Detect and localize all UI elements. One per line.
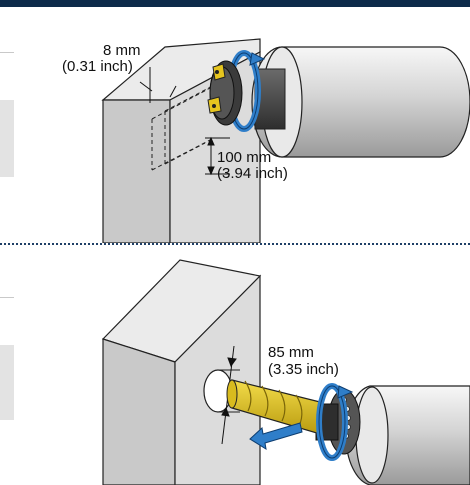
milling-illustration xyxy=(101,38,470,243)
header-bar xyxy=(0,0,470,7)
diameter-metric-label: 85 mm xyxy=(268,344,314,361)
slot-hidden-lines xyxy=(151,80,223,171)
depth-imperial-label: (3.94 inch) xyxy=(217,165,288,182)
workpiece-side-face xyxy=(102,338,176,485)
drill-bit xyxy=(226,379,321,435)
section-divider xyxy=(0,243,470,245)
milling-cutter xyxy=(207,60,243,126)
side-tab-lower[interactable] xyxy=(0,345,14,420)
drilling-diagram: 85 mm (3.35 inch) xyxy=(0,246,470,485)
spindle-body xyxy=(251,46,470,158)
depth-dimension-lines xyxy=(205,136,230,176)
width-dimension-lines xyxy=(139,67,177,103)
side-tab-upper[interactable] xyxy=(0,100,14,177)
depth-metric-label: 100 mm xyxy=(217,149,272,166)
rotation-arrow-bottom xyxy=(316,383,354,461)
feed-direction-arrow xyxy=(249,422,303,451)
drilling-illustration xyxy=(101,259,470,485)
milling-diagram: 8 mm (0.31 inch) 100 mm (3.94 inch) xyxy=(0,7,470,243)
width-imperial-label: (0.31 inch) xyxy=(62,58,133,75)
spindle-body xyxy=(315,385,470,485)
side-divider xyxy=(0,297,14,298)
width-metric-label: 8 mm xyxy=(103,42,141,59)
workpiece-side-face xyxy=(102,99,171,243)
side-divider xyxy=(0,52,14,53)
diameter-imperial-label: (3.35 inch) xyxy=(268,361,339,378)
